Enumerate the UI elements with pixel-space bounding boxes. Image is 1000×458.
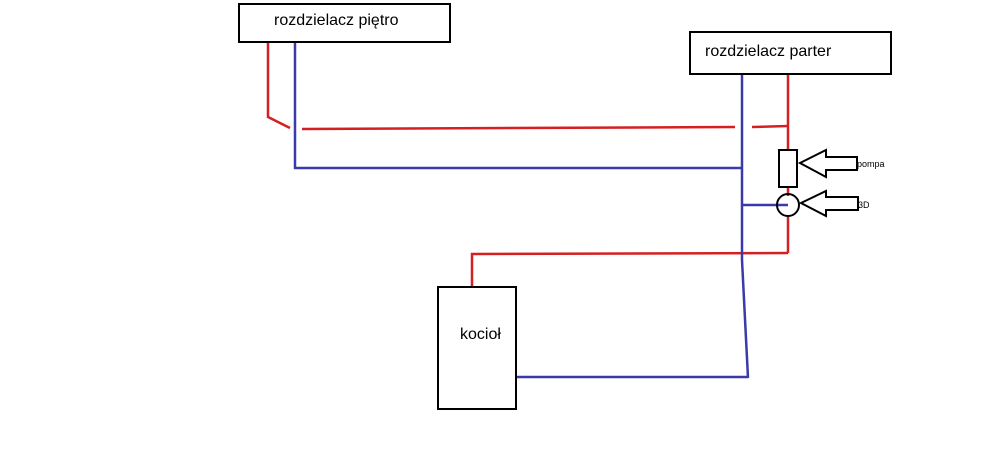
boiler-label: kocioł (460, 326, 501, 343)
return-pipe-riser (740, 74, 750, 379)
pump-pointer-arrow-icon (797, 148, 858, 179)
three-way-valve-circle-icon (776, 193, 800, 217)
ground-manifold-box: rozdzielacz parter (689, 31, 892, 75)
supply-pipe-horizontal (301, 125, 736, 131)
supply-pipes (266, 42, 790, 287)
ground-manifold-label: rozdzielacz parter (705, 43, 832, 60)
upstairs-manifold-label: rozdzielacz piętro (274, 12, 399, 29)
supply-pipe-to-boiler (470, 251, 789, 287)
three-way-valve: 3D (776, 189, 870, 218)
boiler-box: kocioł (437, 286, 517, 410)
supply-pipe-horizontal-end (751, 124, 789, 129)
pump: pompa (778, 148, 885, 188)
return-pipe-upstairs (293, 42, 742, 170)
supply-pipe-upstairs-drop (266, 42, 291, 130)
pump-rectangle-icon (778, 149, 798, 188)
valve-label: 3D (858, 200, 870, 210)
valve-pointer-arrow-icon (798, 189, 859, 218)
return-pipes (293, 42, 788, 379)
pump-label: pompa (857, 159, 885, 169)
upstairs-manifold-box: rozdzielacz piętro (238, 3, 451, 43)
